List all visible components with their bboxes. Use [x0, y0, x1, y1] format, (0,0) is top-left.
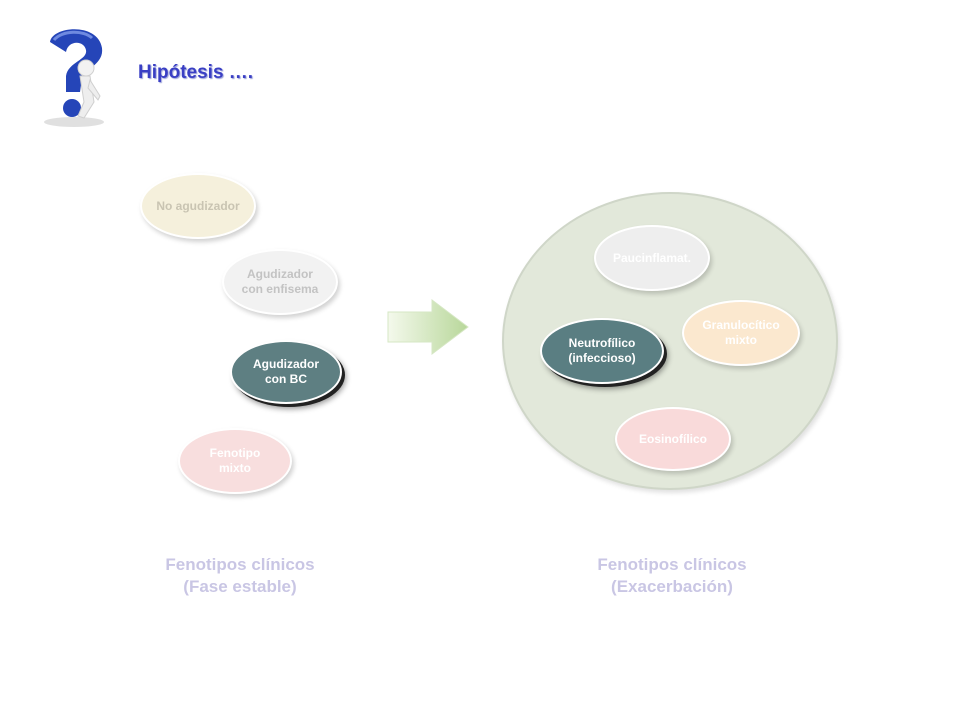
phenotype-no-agudizador: No agudizador — [140, 173, 256, 239]
phenotype-paucinflamatorio: Paucinflamat. — [594, 225, 710, 291]
arrow-right-icon — [386, 298, 470, 356]
node-label-line2: (infeccioso) — [568, 351, 636, 365]
caption-line2: (Fase estable) — [183, 577, 297, 596]
node-label-line2: mixto — [218, 461, 251, 475]
node-label: No agudizador — [156, 198, 240, 213]
phenotype-agudizador-enfisema: Agudizador con enfisema — [222, 249, 338, 315]
node-label-line1: Agudizador — [246, 267, 313, 281]
caption-line1: Fenotipos clínicos — [597, 555, 747, 574]
node-label-line2: con enfisema — [241, 282, 319, 296]
caption-exacerbation: Fenotipos clínicos (Exacerbación) — [572, 554, 772, 598]
phenotype-eosinofilico: Eosinofílico — [615, 407, 731, 471]
phenotype-neutrofilico: Neutrofílico (infeccioso) — [540, 318, 664, 384]
node-label-line1: Neutrofílico — [568, 336, 636, 350]
phenotype-agudizador-bc: Agudizador con BC — [230, 340, 342, 404]
caption-stable-phase: Fenotipos clínicos (Fase estable) — [140, 554, 340, 598]
node-label-line1: Granulocítico — [702, 318, 780, 332]
node-label-line2: mixto — [724, 333, 757, 347]
node-label-line1: Agudizador — [253, 357, 319, 371]
caption-line2: (Exacerbación) — [611, 577, 733, 596]
node-label-line1: Fenotipo — [209, 446, 261, 460]
question-mark-figure-icon — [28, 22, 110, 132]
phenotype-granulocitico-mixto: Granulocítico mixto — [682, 300, 800, 366]
node-label: Paucinflamat. — [612, 250, 692, 265]
caption-line1: Fenotipos clínicos — [165, 555, 315, 574]
node-label: Eosinofílico — [638, 431, 707, 446]
node-label-line2: con BC — [265, 372, 307, 386]
page-title: Hipótesis …. — [138, 62, 254, 83]
phenotype-mixto: Fenotipo mixto — [178, 428, 292, 494]
